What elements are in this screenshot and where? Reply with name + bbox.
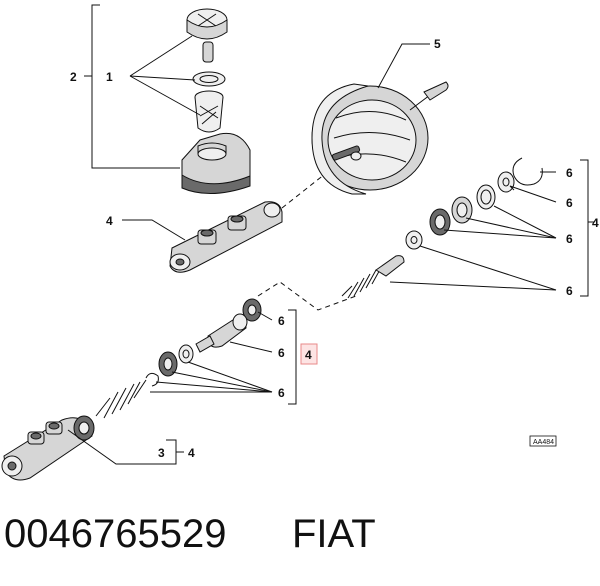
callout-5: 5 [434, 37, 441, 51]
leaders-callout-1 [129, 35, 201, 116]
part-footer: 0046765529 FIAT [0, 512, 600, 572]
leader-callout-4-pump [122, 219, 186, 241]
callout-6-right-1: 6 [566, 166, 573, 180]
reference-code: AA484 [533, 439, 554, 446]
leader-callout-5 [377, 43, 430, 89]
leaders-middle-cluster [150, 309, 297, 405]
bracket-callout-2 [91, 4, 180, 169]
callout-6-middle-3: 6 [278, 386, 285, 400]
callout-4-pump: 4 [106, 214, 113, 228]
callout-1: 1 [106, 70, 113, 84]
brake-booster [311, 81, 449, 195]
brake-fluid-reservoir [181, 8, 251, 195]
callout-6-middle-1: 6 [278, 314, 285, 328]
callout-6-middle-2: 6 [278, 346, 285, 360]
callout-3: 3 [158, 446, 165, 460]
highlight-box [300, 343, 318, 365]
middle-parts-kit [145, 298, 262, 387]
part-number: 0046765529 [4, 512, 227, 556]
callout-4-bottom: 4 [188, 446, 195, 460]
axis-line-booster [281, 169, 331, 209]
bracket-callout-3 [67, 429, 177, 465]
callout-4-highlighted: 4 [305, 348, 312, 362]
axis-line-piston [257, 281, 357, 311]
callout-2: 2 [70, 70, 77, 84]
master-cylinder-upper [169, 201, 283, 273]
reference-code-box: AA484 [529, 435, 557, 447]
master-cylinder-lower [1, 379, 147, 481]
brand-name: FIAT [292, 512, 376, 556]
callout-4-right: 4 [592, 216, 599, 230]
callout-6-right-2: 6 [566, 196, 573, 210]
callout-6-right-4: 6 [566, 284, 573, 298]
callout-6-right-3: 6 [566, 232, 573, 246]
leaders-right-column [389, 159, 594, 297]
right-parts-kit [341, 157, 543, 299]
